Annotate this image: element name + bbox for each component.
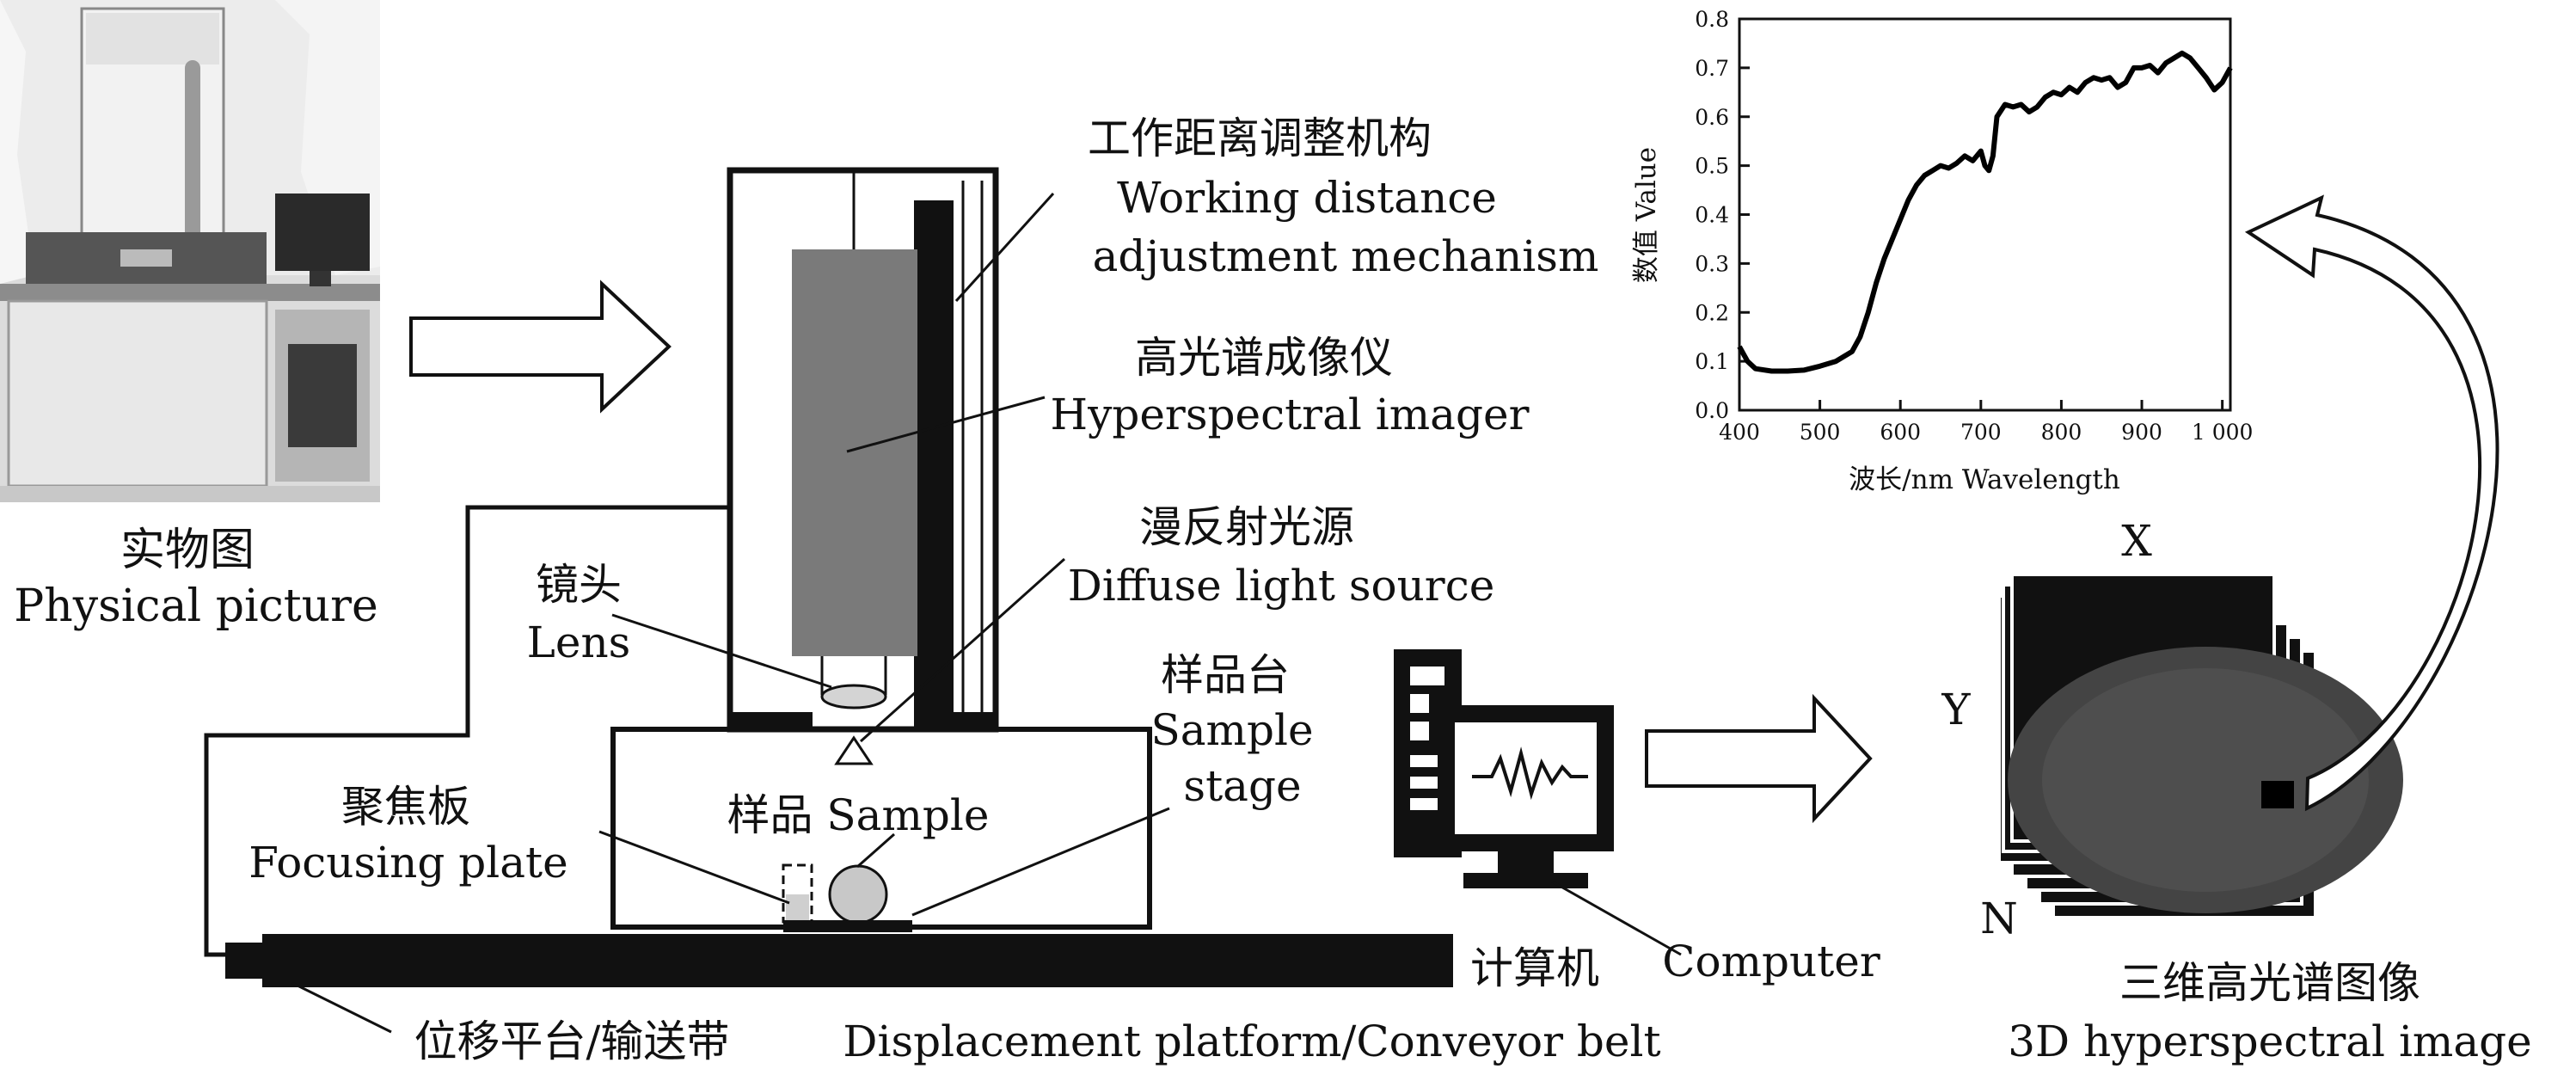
cube-label-en: 3D hyperspectral image [2008, 1017, 2532, 1066]
computer-label-en: Computer [1662, 937, 1880, 986]
light-label-en: Diffuse light source [1068, 561, 1495, 611]
curved-hollow-arrow [2244, 194, 2499, 812]
wd-label-en2: adjustment mechanism [1093, 231, 1599, 281]
hollow-arrow-right-2 [1645, 693, 1873, 824]
cable [204, 505, 730, 957]
cube-label-cn: 三维高光谱图像 [2119, 958, 2420, 1008]
y-tick-label: 0.2 [1695, 300, 1729, 325]
y-tick-label: 0.4 [1695, 203, 1729, 228]
chart-frame [1738, 17, 2232, 412]
x-tick-label: 1 000 [2192, 420, 2254, 445]
stage-label-cn: 样品台 [1161, 650, 1290, 700]
x-tick-label: 700 [1960, 420, 2002, 445]
y-axis-ticks: 0.0 0.1 0.2 0.3 0.4 0.5 0.6 0.7 0.8 [1695, 7, 1750, 423]
hyperspectral-imager [792, 249, 917, 656]
light-source-icon [834, 735, 874, 765]
x-tick-label: 400 [1719, 420, 1760, 445]
physical-label-cn: 实物图 [120, 525, 255, 576]
wd-label-en1: Working distance [1117, 173, 1497, 223]
x-tick-label: 500 [1800, 420, 1841, 445]
x-axis-label: 波长/nm Wavelength [1849, 464, 2120, 495]
displacement-platform [262, 934, 1453, 987]
physical-label-en: Physical picture [14, 580, 378, 632]
cube-axis-x: X [2121, 516, 2152, 566]
y-axis-label: 数值 Value [1631, 147, 1662, 283]
spectrum-series-line [1737, 50, 2233, 374]
cube-axis-n: N [1980, 894, 2018, 943]
working-distance-bar [914, 200, 954, 729]
lens-label-cn: 镜头 [536, 560, 622, 610]
y-tick-label: 0.5 [1695, 154, 1729, 179]
physical-photo [0, 0, 380, 502]
x-axis-ticks: 400 500 600 700 800 900 1 000 [1719, 400, 2253, 445]
y-tick-label: 0.3 [1695, 251, 1729, 276]
light-label-cn: 漫反射光源 [1139, 502, 1354, 552]
sample-stage [783, 920, 912, 932]
hollow-arrow-right [409, 280, 672, 414]
wd-label-cn: 工作距离调整机构 [1088, 114, 1432, 163]
focus-label-cn: 聚焦板 [341, 782, 470, 832]
x-tick-label: 900 [2121, 420, 2162, 445]
stage-label-en2: stage [1183, 761, 1301, 811]
hsi-label-en: Hyperspectral imager [1050, 390, 1529, 439]
cube-axis-y: Y [1941, 685, 1971, 734]
lens [820, 656, 887, 710]
focus-label-en: Focusing plate [248, 838, 568, 888]
computer-icon [1394, 649, 1614, 888]
y-tick-label: 0.7 [1695, 56, 1729, 81]
platform-label-cn: 位移平台/输送带 [414, 1017, 730, 1066]
sample-label: 样品 Sample [727, 790, 990, 840]
lens-label-en: Lens [527, 617, 631, 667]
x-tick-label: 800 [2041, 420, 2082, 445]
sample-ball [828, 864, 888, 924]
y-tick-label: 0.0 [1695, 398, 1729, 423]
hsi-label-cn: 高光谱成像仪 [1135, 333, 1393, 383]
y-tick-label: 0.1 [1695, 349, 1729, 374]
platform-label-en: Displacement platform/Conveyor belt [843, 1017, 1660, 1066]
x-tick-label: 600 [1880, 420, 1921, 445]
y-tick-label: 0.6 [1695, 105, 1729, 130]
computer-label-cn: 计算机 [1470, 943, 1599, 993]
hypercube [1997, 573, 2403, 919]
y-tick-label: 0.8 [1695, 7, 1729, 32]
stage-label-en1: Sample [1150, 705, 1313, 755]
